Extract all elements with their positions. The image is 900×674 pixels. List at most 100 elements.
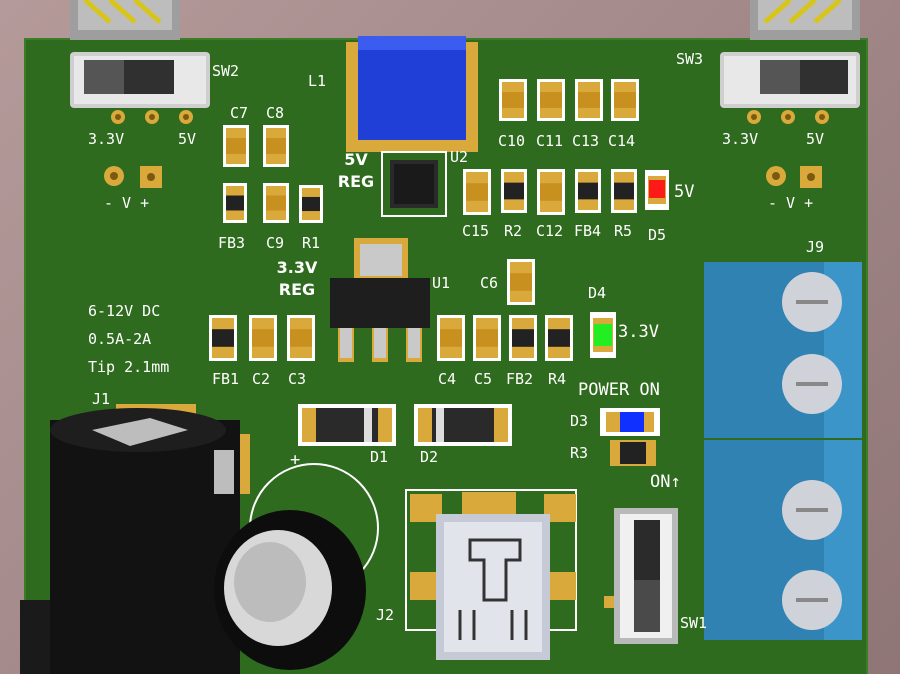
cap-c12 <box>537 169 565 215</box>
label-j9: J9 <box>806 238 825 256</box>
cap-c15 <box>463 169 491 215</box>
resistor-r5 <box>611 169 637 213</box>
label-power-on: POWER ON <box>578 380 660 400</box>
label-c6: C6 <box>480 274 499 292</box>
smd-parts <box>209 79 639 361</box>
switch-sw3 <box>720 52 860 124</box>
barrel-jack-j1 <box>20 404 250 674</box>
cap-c2 <box>249 315 277 361</box>
label-r5: R5 <box>614 222 633 240</box>
spec-current: 0.5A-2A <box>88 330 152 348</box>
label-r1: R1 <box>302 234 321 252</box>
label-r2: R2 <box>504 222 523 240</box>
label-fb1: FB1 <box>212 370 240 388</box>
label-cap-plus: + <box>290 450 301 470</box>
diode-d2 <box>414 404 512 446</box>
header-pins-left <box>70 0 180 40</box>
diode-d1 <box>298 404 396 446</box>
label-d4: D4 <box>588 284 607 302</box>
label-fb4: FB4 <box>574 222 602 240</box>
label-c11: C11 <box>536 132 564 150</box>
usb-connector-j2 <box>405 489 577 660</box>
label-c3: C3 <box>288 370 307 388</box>
cap-c13 <box>575 79 603 121</box>
label-33v-out: 3.3V <box>618 322 659 342</box>
label-5v-reg-line1: 5V <box>344 150 368 169</box>
switch-sw2 <box>70 52 210 124</box>
label-sw2-left: 3.3V <box>88 130 125 148</box>
cap-c4 <box>437 315 465 361</box>
cap-c3 <box>287 315 315 361</box>
label-d2: D2 <box>420 448 439 466</box>
label-sw2: SW2 <box>212 62 240 80</box>
cap-c5 <box>473 315 501 361</box>
cap-c14 <box>611 79 639 121</box>
ferrite-fb4 <box>575 169 601 213</box>
label-u2: U2 <box>450 148 469 166</box>
label-c8: C8 <box>266 104 285 122</box>
label-on-arrow: ON↑ <box>650 472 681 492</box>
label-c12: C12 <box>536 222 564 240</box>
label-5v-out: 5V <box>674 182 695 202</box>
cap-c6 <box>507 259 535 305</box>
label-d1: D1 <box>370 448 389 466</box>
led-d3 <box>600 408 660 436</box>
label-5v-reg-line2: REG <box>337 172 375 191</box>
label-c10: C10 <box>498 132 526 150</box>
label-fb3: FB3 <box>218 234 246 252</box>
label-sw2-right: 5V <box>178 130 197 148</box>
ferrite-fb2 <box>509 315 537 361</box>
label-c13: C13 <box>572 132 600 150</box>
voltage-pins-right <box>766 166 822 188</box>
voltage-pins-left <box>104 166 162 188</box>
label-c5: C5 <box>474 370 493 388</box>
resistor-r4 <box>545 315 573 361</box>
cap-c9 <box>263 183 289 223</box>
led-d4 <box>590 312 616 358</box>
label-sw3: SW3 <box>676 50 704 68</box>
spec-voltage: 6-12V DC <box>88 302 161 320</box>
label-pin-left: - V + <box>104 194 150 212</box>
ferrite-fb1 <box>209 315 237 361</box>
ferrite-fb3 <box>223 183 247 223</box>
inductor-l1 <box>346 36 478 152</box>
cap-c7 <box>223 125 249 167</box>
resistor-r1 <box>299 185 323 223</box>
resistor-r3 <box>610 440 656 466</box>
ic-u1 <box>330 238 430 362</box>
resistor-r2 <box>501 169 527 213</box>
label-j1: J1 <box>92 390 111 408</box>
led-d5 <box>645 170 669 210</box>
ic-u2 <box>381 151 447 217</box>
label-d5: D5 <box>648 226 667 244</box>
cap-c10 <box>499 79 527 121</box>
label-c15: C15 <box>462 222 490 240</box>
cap-c8 <box>263 125 289 167</box>
label-c7: C7 <box>230 104 249 122</box>
label-33v-reg-line1: 3.3V <box>276 258 318 277</box>
label-c9: C9 <box>266 234 285 252</box>
label-pin-right: - V + <box>768 194 814 212</box>
electrolytic-capacitor <box>214 463 379 670</box>
label-33v-reg-line2: REG <box>278 280 316 299</box>
label-sw1: SW1 <box>680 614 708 632</box>
spec-tip: Tip 2.1mm <box>88 358 170 376</box>
terminal-block-j9 <box>704 262 862 640</box>
label-d3: D3 <box>570 412 589 430</box>
label-sw3-right: 5V <box>806 130 825 148</box>
label-sw3-left: 3.3V <box>722 130 759 148</box>
label-c14: C14 <box>608 132 636 150</box>
label-u1: U1 <box>432 274 451 292</box>
label-l1: L1 <box>308 72 327 90</box>
label-c4: C4 <box>438 370 457 388</box>
label-j2: J2 <box>376 606 395 624</box>
switch-sw1 <box>604 504 682 644</box>
label-fb2: FB2 <box>506 370 534 388</box>
label-r4: R4 <box>548 370 567 388</box>
label-c2: C2 <box>252 370 271 388</box>
header-pins-right <box>750 0 860 40</box>
label-r3: R3 <box>570 444 589 462</box>
cap-c11 <box>537 79 565 121</box>
